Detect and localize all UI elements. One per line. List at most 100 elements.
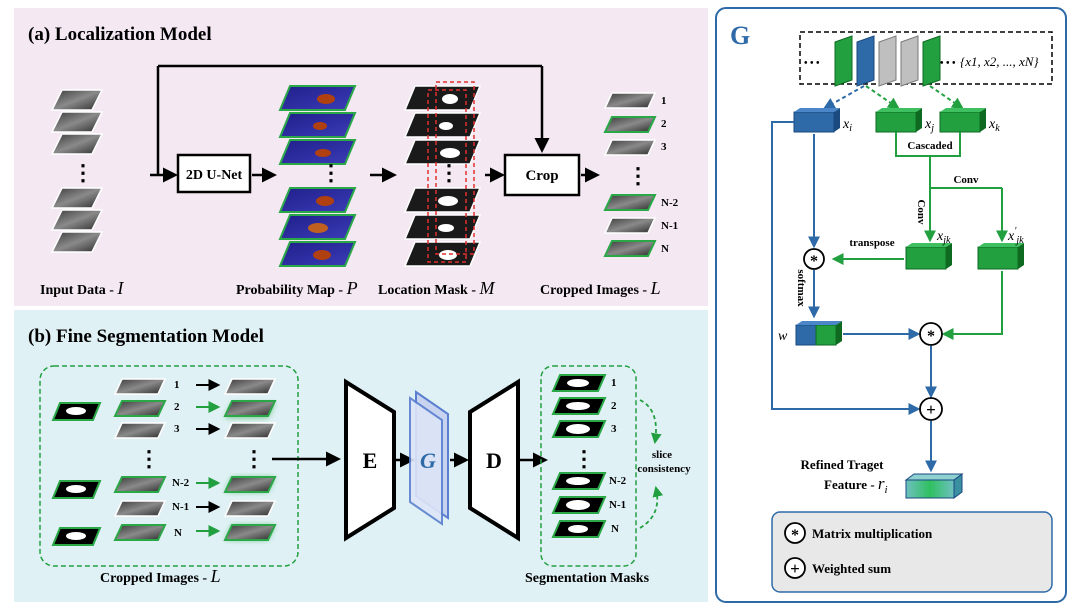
seg-num-3: 3 [611, 423, 617, 435]
crop-slice-num-3: 3 [661, 141, 667, 153]
arrow-set-xi [822, 85, 865, 110]
panel-b-title: (b) Fine Segmentation Model [28, 326, 264, 347]
panel-g-title: G [730, 21, 750, 50]
transpose-label: transpose [849, 237, 894, 249]
crop-slice-num-1: 1 [661, 95, 667, 107]
skip-connection [771, 121, 921, 415]
feature-dots-left: • • • [804, 58, 820, 69]
w-block [795, 321, 842, 346]
seg-num-1: 1 [611, 377, 617, 389]
refined-feature-block [904, 473, 964, 499]
unet-box [176, 153, 252, 194]
b-slice-num-1: 1 [174, 379, 180, 391]
xk-block [939, 108, 986, 133]
panel-a-title: (a) Localization Model [28, 24, 212, 45]
seg-mask-stack [551, 374, 607, 538]
b-slice-num-3: 3 [174, 423, 180, 435]
input-ellipsis: ⋮ [72, 160, 94, 185]
crop-label: Crop [525, 168, 558, 184]
panel-g-frame [715, 7, 1067, 603]
refined-label-1: Refined Traget [801, 457, 885, 472]
mult-circle-1 [803, 248, 825, 270]
panel-a-background [14, 8, 708, 306]
xk-label: xk [988, 117, 1000, 134]
legend-mm-icon [784, 522, 806, 544]
conv-label-v: Conv [915, 199, 927, 225]
xj-block [875, 108, 922, 133]
feature-maps [834, 35, 941, 87]
legend-mm-label: Matrix multiplication [812, 526, 933, 541]
xj-label: xj [924, 117, 934, 134]
crop-slice-num-n: N [661, 243, 669, 255]
sum-symbol: + [926, 400, 936, 419]
decoder-label: D [486, 448, 502, 473]
b-slice-num-2: 2 [174, 401, 180, 413]
b-slice-num-n1: N-1 [172, 501, 189, 513]
b-ellipsis-right: ⋮ [243, 446, 265, 471]
crop-ellipsis: ⋮ [627, 163, 649, 188]
legend-ws-icon [784, 557, 806, 579]
g-block-front [409, 396, 443, 526]
crop-slice-num-n1: N-1 [661, 220, 678, 232]
legend-ws-label: Weighted sum [812, 561, 891, 576]
feature-dots-right: • • • [940, 58, 956, 69]
xjk-block [905, 243, 952, 270]
encoder-label: E [363, 448, 378, 473]
consistency-label-2: consistency [637, 463, 691, 475]
probability-map-stack [278, 85, 357, 267]
seg-num-n1: N-1 [609, 499, 626, 511]
b-ellipsis-left: ⋮ [138, 446, 160, 471]
input-data-stack [50, 89, 104, 253]
legend-ws-symbol: + [790, 559, 800, 578]
xjk-prime-label: x'jk [1007, 226, 1024, 246]
seg-num-n2: N-2 [609, 475, 627, 487]
refined-label-2: Feature - ri [824, 474, 888, 496]
arrow-xjkprime-mult2 [941, 271, 1003, 340]
softmax-label: softmax [795, 269, 807, 307]
b-cropped-label: Cropped Images - L [100, 566, 221, 586]
g-block-label: G [420, 448, 436, 473]
cascaded-connector [895, 132, 961, 157]
w-label: w [778, 329, 788, 344]
mult-symbol-2: * [927, 328, 935, 345]
seg-num-n: N [611, 523, 619, 535]
consistency-arrow-bottom [639, 485, 664, 529]
mult-symbol-1: * [810, 253, 818, 270]
b-slice-num-n: N [174, 527, 182, 539]
crop-slice-num-n2: N-2 [661, 197, 679, 209]
encoder-shape [344, 378, 396, 542]
prob-ellipsis: ⋮ [320, 160, 342, 185]
consistency-label-1: slice [652, 449, 672, 461]
xjk-prime-block [977, 243, 1024, 270]
b-cropped-column [113, 378, 167, 541]
prob-map-label: Probability Map - P [236, 278, 358, 298]
left-mask-thumbs [51, 402, 102, 546]
crop-slice-num-2: 2 [661, 118, 667, 130]
legend-mm-symbol: * [791, 527, 799, 544]
location-mask-stack [403, 81, 482, 267]
legend-box [771, 511, 1053, 593]
seg-masks-label: Segmentation Masks [525, 571, 650, 586]
cascaded-label: Cascaded [907, 140, 952, 152]
xi-block [793, 108, 840, 133]
crop-box [503, 153, 581, 197]
seg-mask-group [540, 365, 637, 567]
location-mask-label: Location Mask - M [378, 278, 496, 298]
sum-circle [919, 397, 943, 421]
mult-circle-2 [919, 322, 943, 346]
b-enhanced-column [223, 378, 277, 541]
b-slice-num-n2: N-2 [172, 477, 190, 489]
unet-label: 2D U-Net [186, 168, 243, 183]
seg-ellipsis: ⋮ [573, 446, 595, 471]
cropped-images-stack [603, 92, 657, 257]
cropped-images-label: Cropped Images - L [540, 278, 661, 298]
decoder-shape [468, 378, 520, 542]
cropped-input-group [39, 365, 299, 567]
feature-set-notation: {x1, x2, ..., xN} [960, 54, 1039, 69]
input-data-label: Input Data - I [40, 278, 124, 298]
xi-label: xi [842, 117, 852, 134]
consistency-arrow-top [639, 399, 662, 445]
seg-num-2: 2 [611, 400, 617, 412]
conv-label-h: Conv [953, 174, 979, 186]
